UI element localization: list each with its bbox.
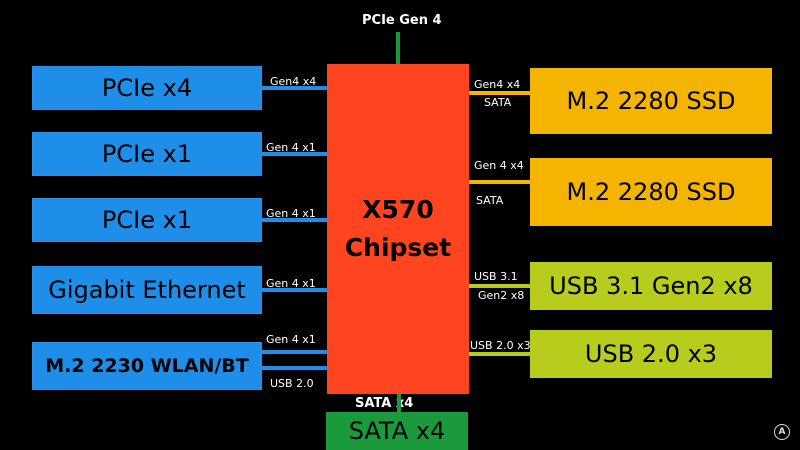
gigabit-ethernet-box: Gigabit Ethernet	[32, 266, 262, 314]
top-link-label: PCIe Gen 4	[362, 13, 442, 28]
ssd1-link-label-top: Gen4 x4	[474, 78, 521, 91]
pcie-x4-link-label: Gen4 x4	[270, 75, 317, 88]
ssd2-link-label-top: Gen 4 x4	[474, 159, 524, 172]
ethernet-link-label: Gen 4 x1	[266, 277, 316, 290]
x570-chipset-block: X570 Chipset	[327, 64, 469, 394]
wlan-usb-link-line	[262, 366, 327, 370]
usb31-link-line	[469, 284, 530, 288]
ssd2-link-label-bottom: SATA	[476, 194, 504, 207]
sata-link-line	[397, 394, 401, 412]
top-link-line	[396, 32, 400, 64]
usb31-link-label-bottom: Gen2 x8	[478, 289, 525, 302]
sata-link-label: SATA x4	[355, 396, 414, 411]
pcie-x4-box: PCIe x4	[32, 66, 262, 110]
pcie-x1-box-1: PCIe x1	[32, 132, 262, 176]
m2-ssd-box-2: M.2 2280 SSD	[530, 158, 772, 226]
wlan-pcie-link-label: Gen 4 x1	[266, 333, 316, 346]
chipset-name: X570	[362, 195, 434, 224]
pcie-x4-link-line	[262, 86, 327, 90]
chipset-label: Chipset	[344, 233, 452, 262]
logo-letter: A	[778, 427, 786, 437]
usb20-link-label: USB 2.0 x3	[470, 339, 531, 352]
pcie-x1-link-label-2: Gen 4 x1	[266, 207, 316, 220]
ssd1-link-label-bottom: SATA	[484, 96, 512, 109]
pcie-x1-box-2: PCIe x1	[32, 198, 262, 242]
ethernet-link-line	[262, 288, 327, 292]
wlan-usb-link-label: USB 2.0	[270, 377, 314, 390]
usb20-link-line	[469, 352, 530, 356]
m2-ssd-box-1: M.2 2280 SSD	[530, 68, 772, 134]
pcie-x1-link-line-2	[262, 218, 327, 222]
usb20-box: USB 2.0 x3	[530, 330, 772, 378]
circle-a-icon: A	[774, 424, 790, 440]
usb31-link-label-top: USB 3.1	[474, 270, 518, 283]
sata-x4-box: SATA x4	[326, 412, 468, 450]
pcie-x1-link-label-1: Gen 4 x1	[266, 141, 316, 154]
wlan-pcie-link-line	[262, 350, 327, 354]
usb31-box: USB 3.1 Gen2 x8	[530, 262, 772, 310]
pcie-x1-link-line-1	[262, 152, 327, 156]
ssd1-link-line	[469, 91, 530, 95]
ssd2-link-line	[469, 180, 530, 184]
wlan-bt-box: M.2 2230 WLAN/BT	[32, 342, 262, 390]
